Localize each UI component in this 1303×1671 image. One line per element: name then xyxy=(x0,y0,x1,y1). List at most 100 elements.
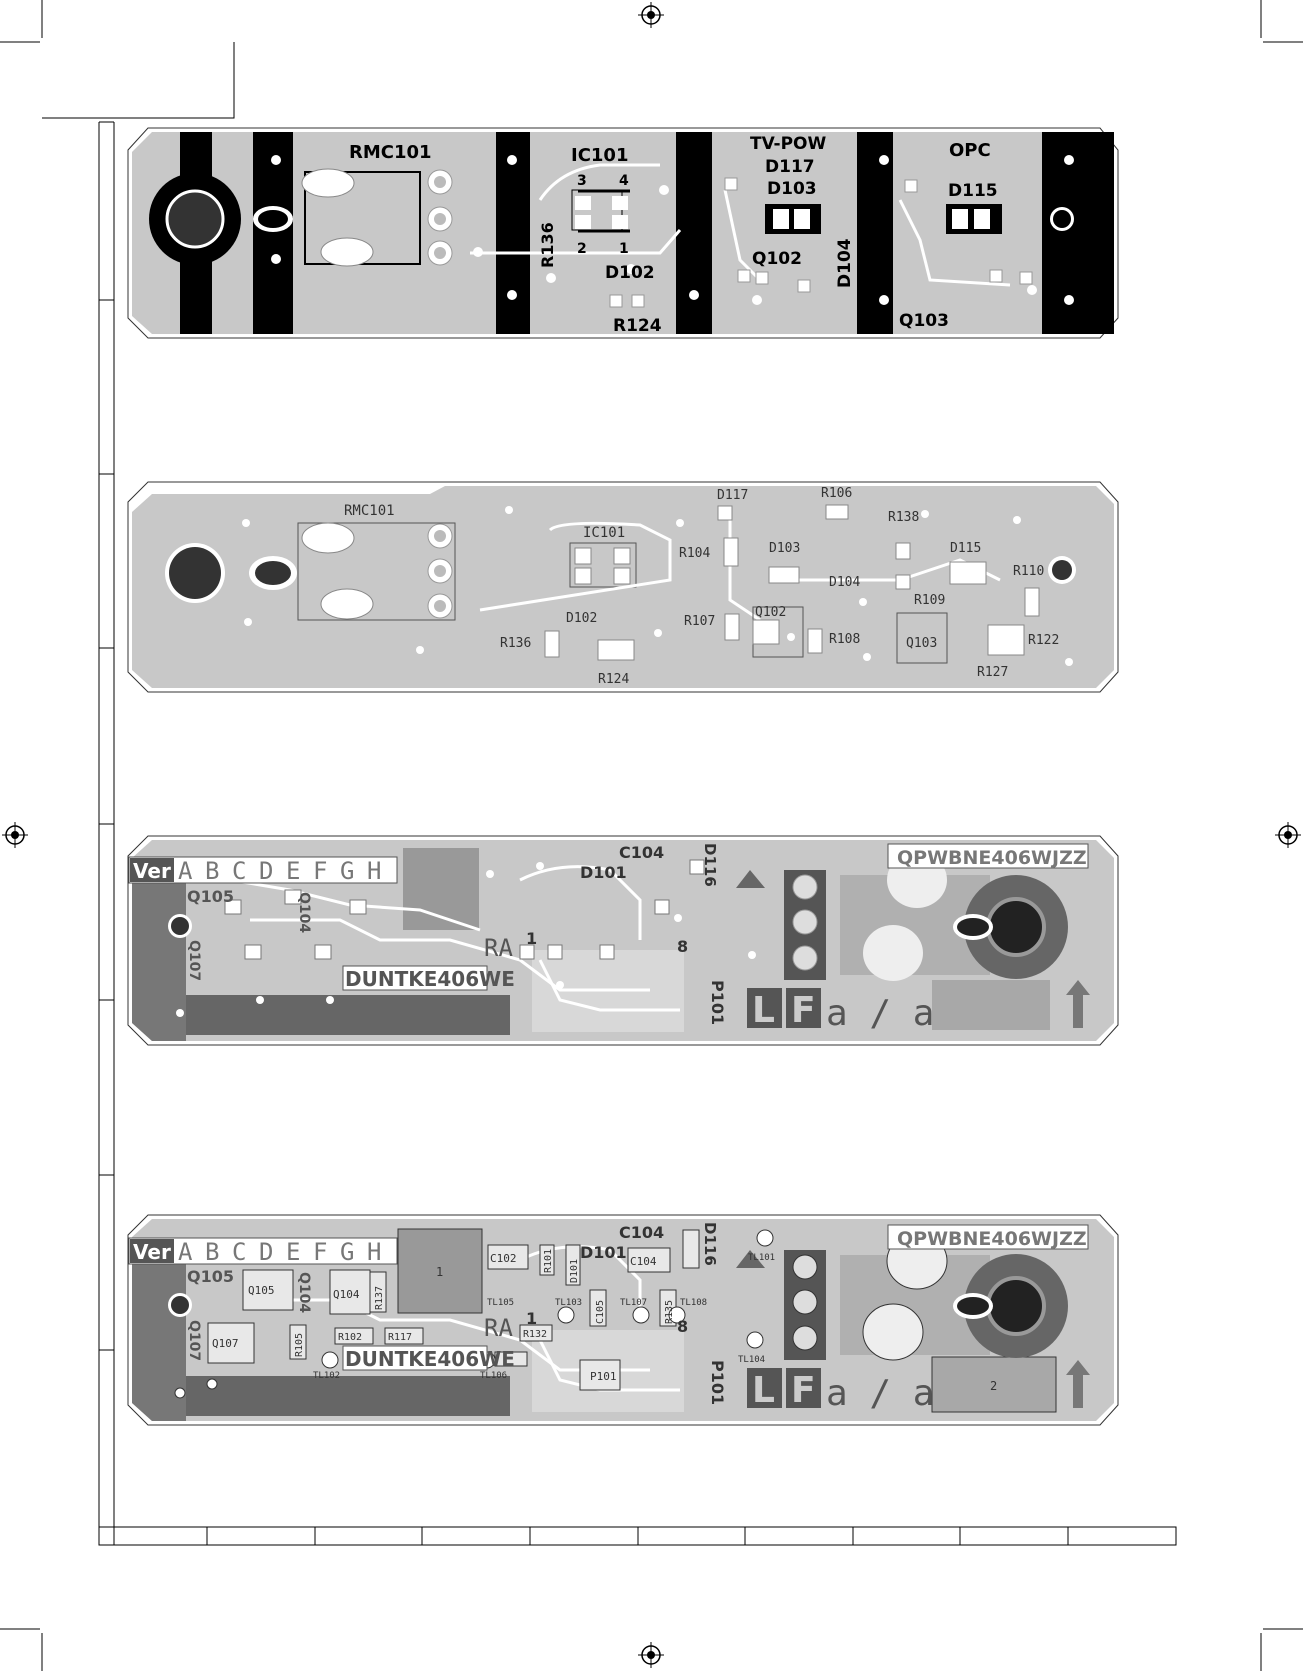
board4-outline-r102: R102 xyxy=(338,1332,362,1343)
board1-label-q102: Q102 xyxy=(752,249,802,269)
board1-label-q103: Q103 xyxy=(899,311,949,331)
board4-version-f: F xyxy=(313,1238,327,1266)
board4-mark-suffix: a / a xyxy=(826,1373,934,1414)
board1-label-d117: D117 xyxy=(765,157,815,177)
board2-label-r122: R122 xyxy=(1028,633,1059,648)
board1-label-d115: D115 xyxy=(948,181,998,201)
board4-outline-c102: C102 xyxy=(490,1252,517,1265)
board4-label-d101: D101 xyxy=(580,1243,627,1262)
board1-label-pin3: 3 xyxy=(577,173,587,189)
board4-version-d: D xyxy=(259,1238,273,1266)
board3-label-q105: Q105 xyxy=(187,887,234,906)
board1-label-d102: D102 xyxy=(605,263,655,283)
board4-outline-q104: Q104 xyxy=(333,1288,360,1301)
board4-outline-2: 2 xyxy=(990,1379,997,1393)
board1-label-opc: OPC xyxy=(949,140,991,161)
registration-mark-bottom xyxy=(638,1642,664,1668)
board4-label-duntke406we: DUNTKE406WE xyxy=(345,1347,515,1371)
board2-label-r108: R108 xyxy=(829,632,860,647)
board-1-top-silkscreen: RMC101 IC101 3 4 2 1 R136 D102 R124 TV-P… xyxy=(127,127,1119,339)
board4-outline-tl101: TL101 xyxy=(748,1253,775,1263)
board1-label-rmc101: RMC101 xyxy=(349,142,432,163)
board4-version-g: G xyxy=(340,1238,354,1266)
board2-label-r136: R136 xyxy=(500,636,531,651)
board4-mark-l: L xyxy=(752,1370,775,1411)
board2-label-r110: R110 xyxy=(1013,564,1044,579)
board4-outline-tl108: TL108 xyxy=(680,1298,707,1308)
board3-version-label: Ver xyxy=(133,859,171,883)
board4-outline-tl104: TL104 xyxy=(738,1355,765,1365)
board4-label-ra: RA xyxy=(484,1314,513,1342)
board2-label-q102: Q102 xyxy=(755,605,786,620)
board1-label-pin4: 4 xyxy=(619,173,629,189)
board2-label-r127: R127 xyxy=(977,665,1008,680)
board1-label-r136: R136 xyxy=(538,222,557,268)
board3-version-g: G xyxy=(340,857,354,885)
board1-label-tv-pow: TV-POW xyxy=(750,134,826,154)
board3-label-pin1: 1 xyxy=(526,929,537,948)
board3-mark-f: F xyxy=(791,990,816,1031)
board3-version-c: C xyxy=(232,857,246,885)
board4-label-q107: Q107 xyxy=(186,1320,202,1361)
board3-label-q107: Q107 xyxy=(186,940,202,981)
board3-version-h: H xyxy=(367,857,381,885)
board4-outline-1: 1 xyxy=(436,1265,443,1279)
board3-mark-l: L xyxy=(752,990,775,1031)
board4-outline-d101: D101 xyxy=(569,1259,580,1283)
board4-label-d116: D116 xyxy=(701,1222,719,1266)
board2-label-d117: D117 xyxy=(717,488,748,503)
board4-version-h: H xyxy=(367,1238,381,1266)
board4-version-e: E xyxy=(286,1238,300,1266)
board3-version-a: A xyxy=(178,857,193,885)
board-3-bottom-silkscreen: Ver A B C D E F G H C104 D116 D101 Q105 … xyxy=(127,835,1119,1046)
board4-label-c104: C104 xyxy=(619,1223,664,1242)
page-frame xyxy=(42,42,1177,1546)
board-2-top-silkscreen-thin: RMC101 IC101 D102 R136 R124 D117 R106 R1… xyxy=(127,481,1119,693)
board1-label-r124: R124 xyxy=(613,316,662,336)
board1-label-d103: D103 xyxy=(767,179,817,199)
board3-label-duntke406we: DUNTKE406WE xyxy=(345,967,515,991)
board4-outline-tl106: TL106 xyxy=(480,1371,507,1381)
board4-outline-r101: R101 xyxy=(543,1249,554,1273)
board4-outline-r135: R135 xyxy=(664,1300,675,1324)
registration-mark-top xyxy=(638,2,664,28)
board4-label-q104: Q104 xyxy=(296,1272,312,1313)
board2-label-r106: R106 xyxy=(821,486,852,501)
board4-version-a: A xyxy=(178,1238,193,1266)
board3-label-pin8: 8 xyxy=(677,937,688,956)
board2-label-d115: D115 xyxy=(950,541,981,556)
board4-mark-f: F xyxy=(791,1370,816,1411)
board1-label-ic101: IC101 xyxy=(571,145,628,166)
board2-label-r107: R107 xyxy=(684,614,715,629)
board4-label-pin8: 8 xyxy=(677,1317,688,1336)
board4-label-p101: P101 xyxy=(708,1360,727,1405)
board4-outline-c104: C104 xyxy=(630,1255,657,1268)
board3-label-qpwbne406wjzz: QPWBNE406WJZZ xyxy=(897,847,1087,869)
board4-outline-tl102: TL102 xyxy=(313,1371,340,1381)
board4-outline-tl103: TL103 xyxy=(555,1298,582,1308)
board4-label-qpwbne406wjzz: QPWBNE406WJZZ xyxy=(897,1228,1087,1250)
board4-version-label: Ver xyxy=(133,1240,171,1264)
board2-label-d102: D102 xyxy=(566,611,597,626)
board4-outline-q107: Q107 xyxy=(212,1337,239,1350)
board1-label-pin2: 2 xyxy=(577,241,587,257)
board3-label-d116: D116 xyxy=(701,843,719,887)
board2-label-ic101: IC101 xyxy=(583,525,625,541)
registration-mark-left xyxy=(2,822,28,848)
board2-label-rmc101: RMC101 xyxy=(344,503,395,519)
board4-outline-r132: R132 xyxy=(523,1329,547,1340)
board4-outline-q105: Q105 xyxy=(248,1284,275,1297)
board3-version-b: B xyxy=(205,857,219,885)
board4-outline-c105: C105 xyxy=(595,1300,606,1324)
board4-version-c: C xyxy=(232,1238,246,1266)
board2-label-r109: R109 xyxy=(914,593,945,608)
board4-outline-tl107: TL107 xyxy=(620,1298,647,1308)
board3-version-f: F xyxy=(313,857,327,885)
board2-label-r138: R138 xyxy=(888,510,919,525)
board4-outline-r137: R137 xyxy=(374,1286,385,1310)
board4-outline-r105: R105 xyxy=(294,1333,305,1357)
board4-outline-r117: R117 xyxy=(388,1332,412,1343)
board1-label-pin1: 1 xyxy=(619,241,629,257)
